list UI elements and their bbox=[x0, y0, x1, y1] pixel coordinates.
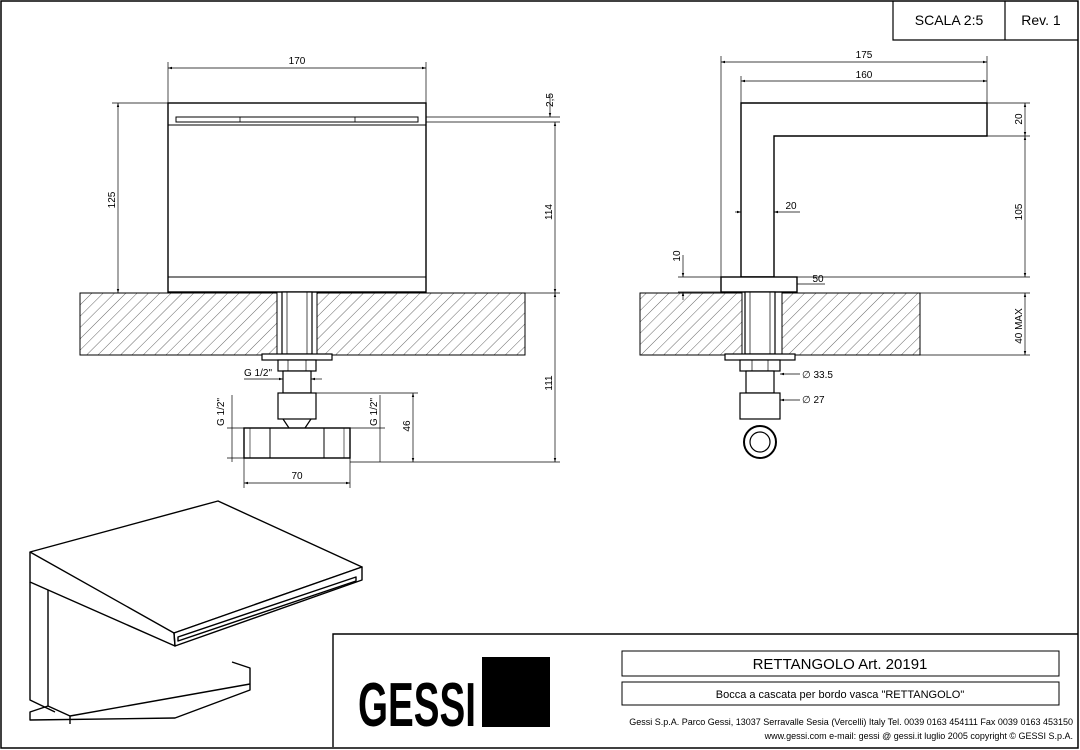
front-tee-body bbox=[243, 427, 351, 459]
front-stem bbox=[281, 291, 313, 355]
side-nut bbox=[739, 359, 781, 372]
side-spout-profile bbox=[740, 102, 988, 278]
side-deck-right bbox=[781, 292, 921, 356]
product-description: Bocca a cascata per bordo vasca "RETTANG… bbox=[716, 689, 965, 701]
front-deck-left bbox=[79, 292, 278, 356]
side-pipe bbox=[745, 370, 775, 394]
dim-side-depth-160: 160 bbox=[856, 70, 873, 81]
side-tee-top bbox=[739, 392, 781, 420]
dim-tee-height: 46 bbox=[402, 420, 413, 432]
description-box bbox=[621, 681, 1060, 706]
dim-slot-gap: 2,5 bbox=[545, 93, 556, 107]
front-spout-body bbox=[167, 102, 427, 293]
dim-tee-width: 70 bbox=[291, 471, 303, 482]
dim-front-height-114: 114 bbox=[544, 204, 555, 220]
header-box: SCALA 2:5 Rev. 1 bbox=[892, 1, 1078, 41]
isometric-view bbox=[29, 500, 363, 724]
front-deck-right bbox=[316, 292, 526, 356]
title-block: GESSI RETTANGOLO Art. 20191 Bocca a casc… bbox=[332, 633, 1078, 747]
product-name: RETTANGOLO Art. 20191 bbox=[753, 656, 928, 673]
logo-block bbox=[482, 657, 550, 727]
dim-deck-thickness: 40 MAX bbox=[1014, 308, 1025, 344]
front-washer bbox=[261, 353, 333, 361]
dim-thread-right: G 1/2" bbox=[369, 398, 380, 426]
front-threaded-pipe bbox=[282, 370, 312, 394]
dim-diameter-27: ∅ 27 bbox=[802, 395, 825, 406]
side-view: 175 160 20 105 40 MAX 20 10 50 bbox=[639, 50, 1030, 459]
dim-base-width: 50 bbox=[812, 274, 824, 285]
dim-front-height-111: 111 bbox=[544, 375, 555, 391]
scale-label: SCALA 2:5 bbox=[915, 12, 984, 28]
dim-side-depth-175: 175 bbox=[856, 50, 873, 61]
dim-thread-top: G 1/2" bbox=[244, 368, 272, 379]
dim-side-height-105: 105 bbox=[1014, 203, 1025, 220]
dim-side-top-thickness: 20 bbox=[1014, 113, 1025, 125]
gessi-logo: GESSI bbox=[358, 657, 550, 740]
dim-base-thickness: 10 bbox=[672, 250, 683, 262]
dim-diameter-33-5: ∅ 33.5 bbox=[802, 370, 833, 381]
side-tee-inner bbox=[749, 431, 771, 453]
dim-front-height-125: 125 bbox=[107, 191, 118, 208]
logo-text: GESSI bbox=[358, 671, 476, 740]
front-waterfall-slot bbox=[175, 116, 419, 123]
product-name-box bbox=[621, 650, 1060, 677]
front-tee-top bbox=[277, 392, 317, 420]
side-washer bbox=[724, 353, 796, 361]
company-info: Gessi S.p.A. Parco Gessi, 13037 Serraval… bbox=[629, 717, 1073, 727]
front-nut bbox=[277, 359, 317, 372]
dim-front-width: 170 bbox=[289, 56, 306, 67]
front-view: 170 125 2,5 114 111 G 1/2" G 1/2" G 1/2" bbox=[79, 56, 560, 488]
dim-thread-left: G 1/2" bbox=[216, 398, 227, 426]
side-deck-left bbox=[639, 292, 743, 356]
revision-label: Rev. 1 bbox=[1021, 12, 1061, 28]
web-info: www.gessi.com e-mail: gessi @ gessi.it l… bbox=[764, 731, 1073, 741]
dim-side-stem: 20 bbox=[785, 201, 797, 212]
side-base-plate bbox=[720, 276, 798, 293]
side-stem bbox=[744, 291, 776, 355]
